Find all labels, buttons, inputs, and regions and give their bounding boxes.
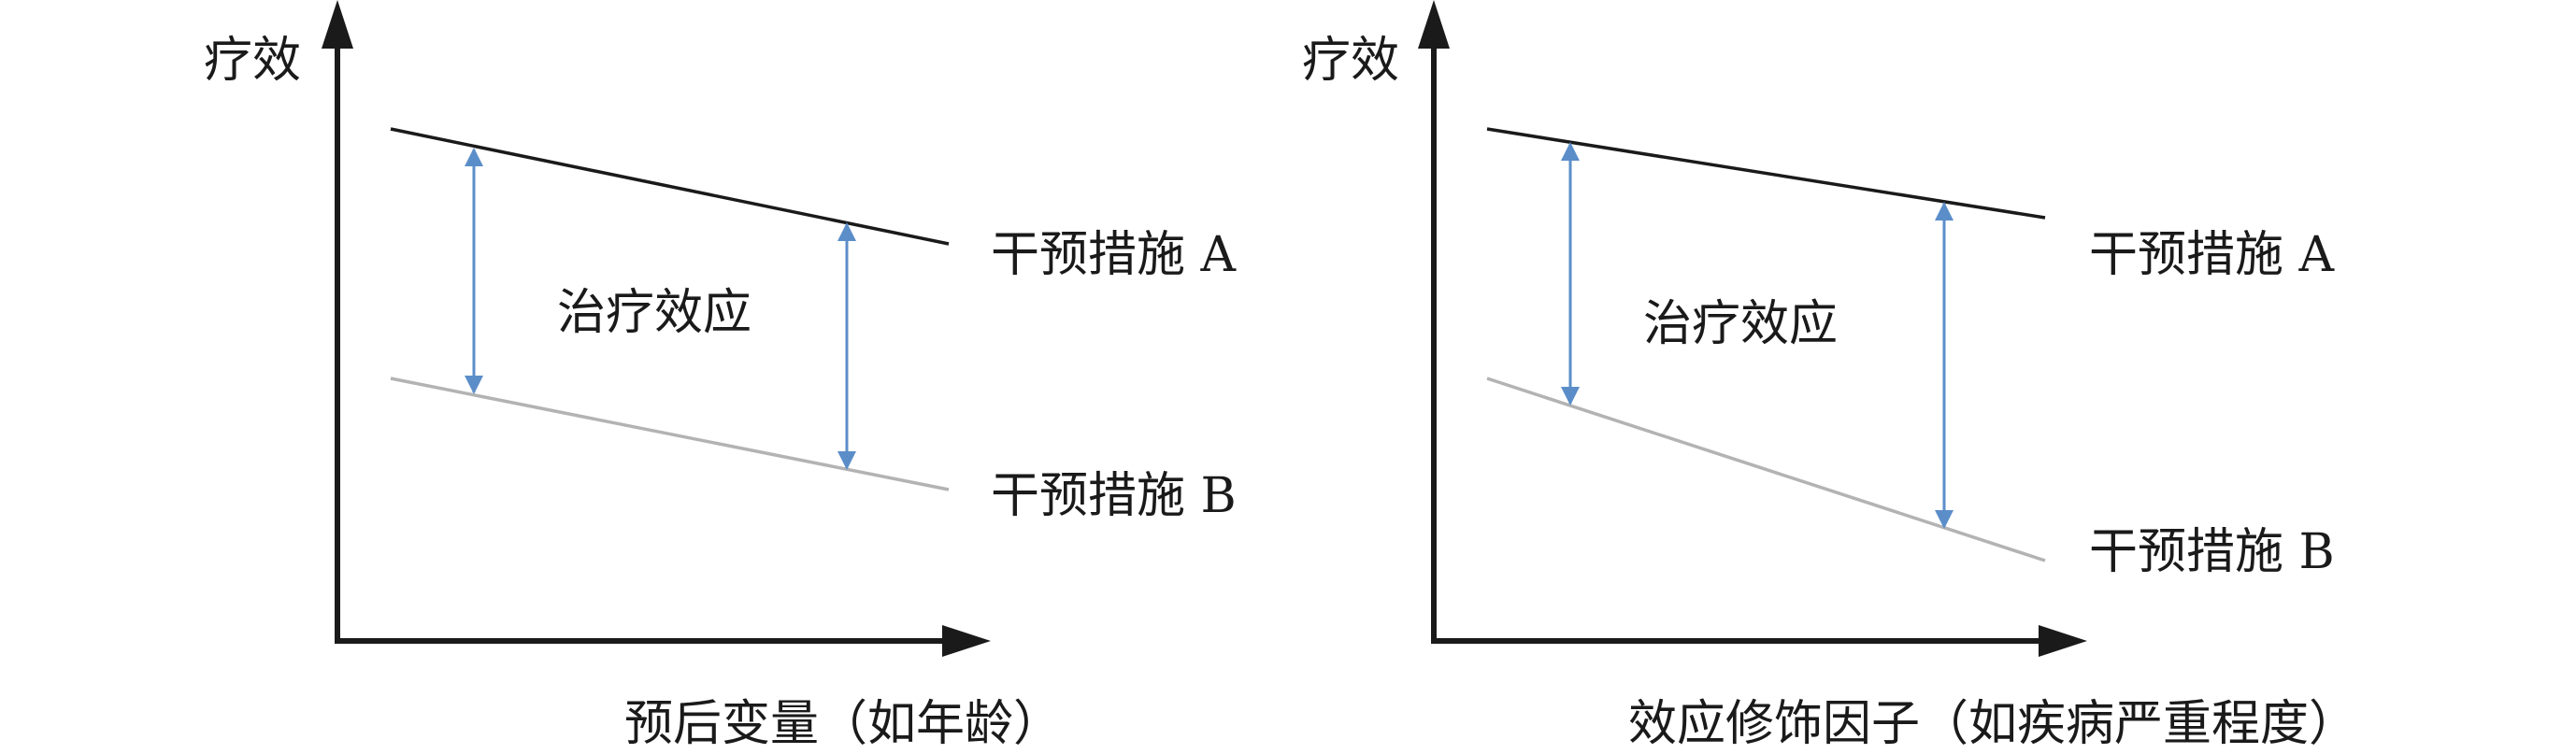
x-axis-label: 预后变量（如年龄） (624, 696, 1062, 752)
y-axis-label: 疗效 (1302, 33, 1399, 89)
line-b-label: 干预措施 B (991, 468, 1237, 524)
line-a-label: 干预措施 A (991, 227, 1238, 283)
y-axis-arrowhead (322, 0, 353, 49)
diagram-right: 疗效 干预措施 A 干预措施 B 治疗效应 效应修饰因子（如疾病严重程度） (1302, 0, 2357, 752)
x-axis-label: 效应修饰因子（如疾病严重程度） (1628, 696, 2357, 752)
y-axis-label: 疗效 (204, 33, 301, 89)
line-intervention-b (390, 377, 950, 491)
x-axis-arrowhead (942, 625, 991, 657)
y-axis-arrowhead (1418, 0, 1450, 49)
effect-label: 治疗效应 (557, 285, 751, 341)
line-a-label: 干预措施 A (2089, 227, 2336, 283)
line-intervention-b (1486, 377, 2046, 562)
x-axis-arrowhead (2039, 625, 2087, 657)
diagram-left: 疗效 干预措施 A 干预措施 B 治疗效应 预后变量（如年龄） (204, 0, 1238, 752)
effect-label: 治疗效应 (1643, 296, 1838, 352)
axes-left (322, 0, 991, 657)
line-b-label: 干预措施 B (2089, 524, 2335, 580)
axes-right (1418, 0, 2087, 657)
